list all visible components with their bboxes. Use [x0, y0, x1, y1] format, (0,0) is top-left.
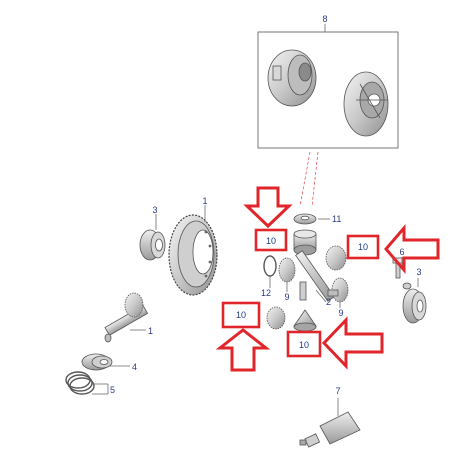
housing-half-right-drawing — [343, 71, 389, 137]
pinion-assembly-drawing — [263, 245, 349, 303]
callout-4: 4 — [132, 362, 137, 372]
arrow-down-icon — [243, 186, 293, 229]
housing-half-left-drawing — [267, 49, 317, 107]
callout-3-left-bearing: 3 — [152, 205, 157, 215]
callout-7: 7 — [335, 386, 340, 396]
arrow-left-lower-icon — [321, 316, 384, 370]
highlight-box-lower-center-label: 10 — [299, 340, 309, 350]
callout-2: 2 — [326, 297, 331, 307]
callout-12: 12 — [261, 288, 271, 298]
highlight-box-right-label: 10 — [358, 242, 368, 252]
inset-guide-lines — [299, 151, 319, 207]
callout-5: 5 — [110, 385, 115, 395]
bearing-left-drawing — [139, 229, 166, 261]
callout-3-right-bearing: 3 — [416, 267, 421, 277]
highlight-box-right: 10 — [346, 234, 380, 260]
arrow-left-icon — [384, 223, 440, 275]
highlight-box-lower-center: 10 — [286, 330, 322, 358]
drive-pinion-drawing — [104, 292, 149, 343]
arrow-up-icon — [215, 328, 271, 372]
shim-pack-drawing — [65, 371, 95, 395]
callout-6: 6 — [399, 247, 404, 257]
leader-lines — [92, 205, 419, 416]
callout-8: 8 — [322, 14, 327, 24]
bolt-drawing — [392, 257, 412, 290]
side-gear-top-drawing — [293, 229, 317, 256]
crown-wheel-drawing — [168, 214, 218, 296]
callout-9-right: 9 — [338, 308, 343, 318]
callout-1-crown-wheel: 1 — [202, 196, 207, 206]
pinion-bearing-drawing — [81, 353, 113, 371]
callout-9-left: 9 — [284, 292, 289, 302]
differential-housing-inset — [257, 24, 399, 149]
callout-11: 11 — [332, 214, 341, 224]
pinion-lower-drawing — [266, 306, 317, 332]
callout-1-drive-pinion: 1 — [148, 326, 153, 336]
highlight-box-top: 10 — [254, 228, 288, 252]
highlight-box-lower-left: 10 — [221, 301, 261, 329]
bearing-right-drawing — [402, 288, 427, 324]
highlight-box-lower-left-label: 10 — [236, 310, 246, 320]
highlight-box-top-label: 10 — [266, 236, 276, 246]
thrust-washer-drawing — [293, 213, 317, 225]
sealant-tube-drawing — [299, 411, 361, 448]
